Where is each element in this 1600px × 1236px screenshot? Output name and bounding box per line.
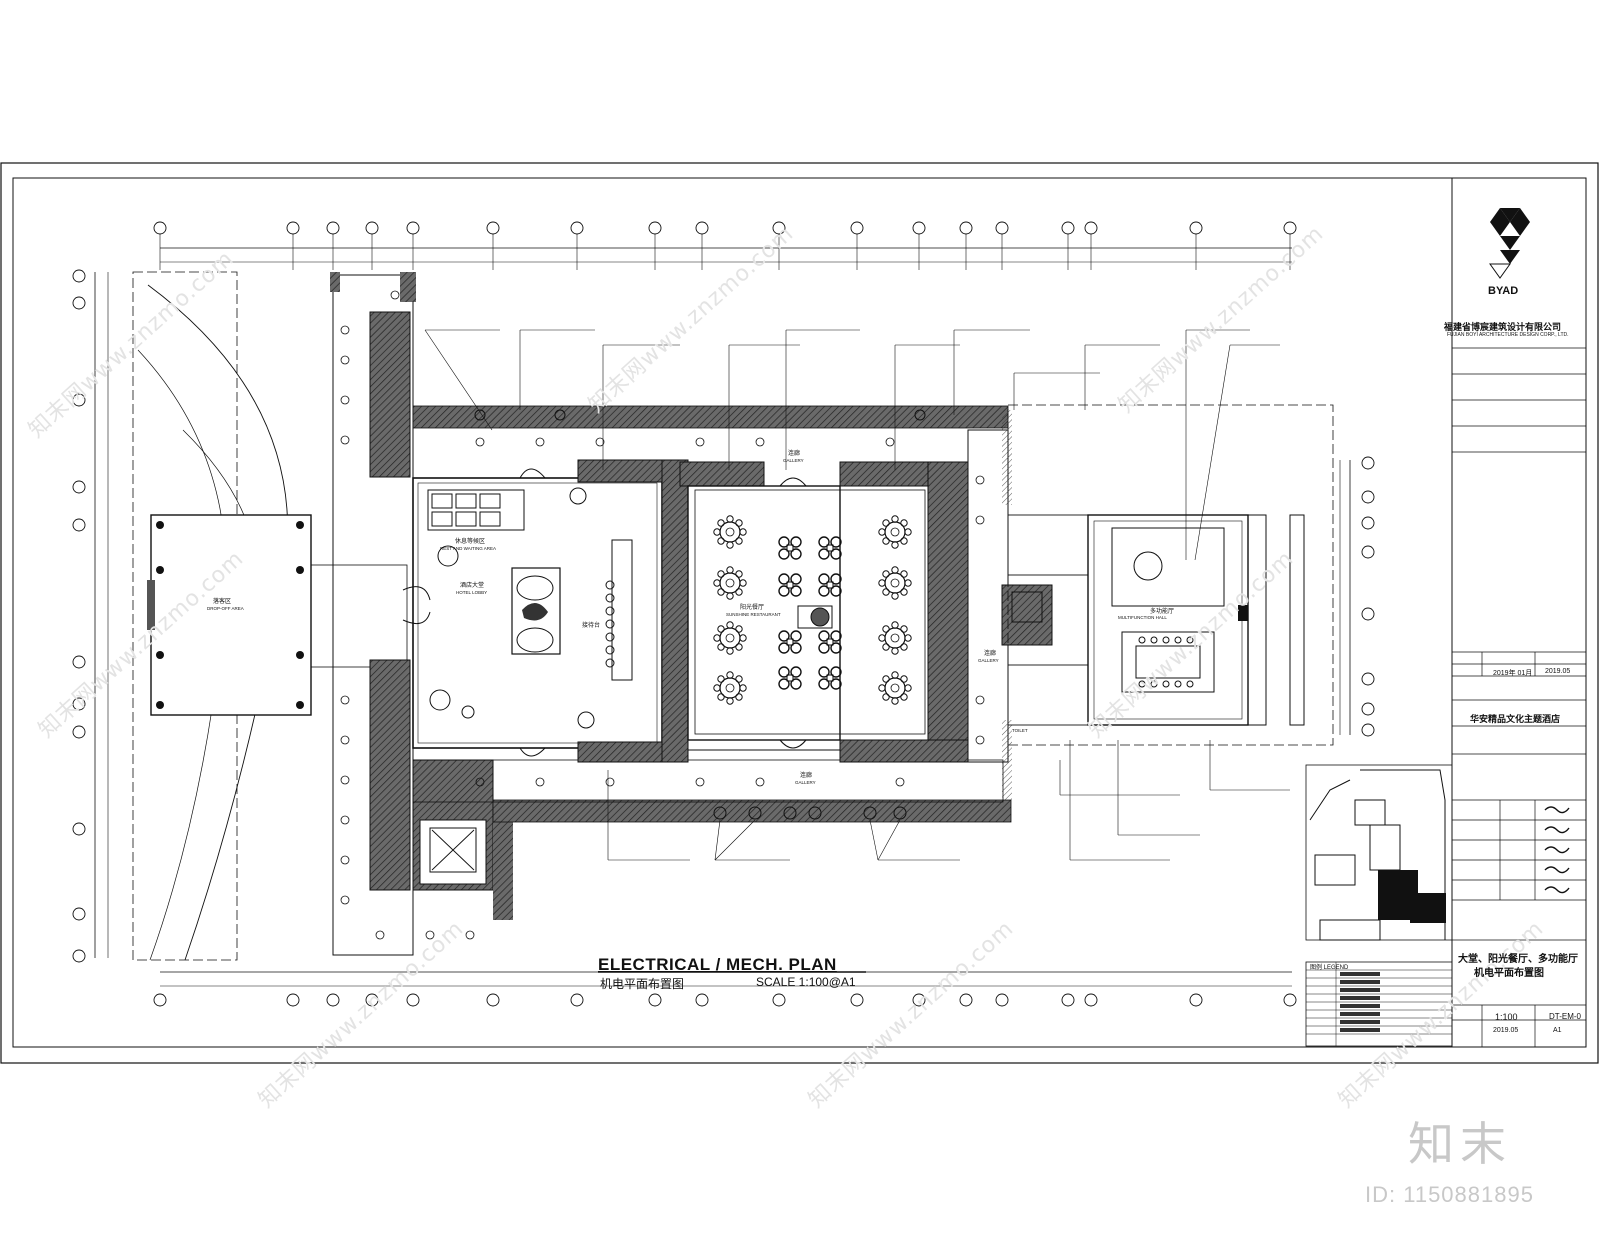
room-label-multifunction-hall: 多功能厅 [1150, 608, 1175, 615]
room-label-gallery-top-en: GALLERY [783, 458, 804, 463]
company-name-en: FUJIAN BOYI ARCHITECTURE DESIGN CORP., L… [1447, 332, 1569, 338]
brand-watermark: 知末 [1408, 1117, 1512, 1171]
title-block-scale: 1:100 [1495, 1012, 1518, 1022]
room-label-gallery-bottom: 连廊 [800, 772, 813, 779]
room-label-multifunction-hall-en: MULTIFUNCTION HALL [1118, 615, 1167, 620]
room-label-lobby-en: HOTEL LOBBY [456, 590, 488, 595]
room-label-gallery-east-en: GALLERY [978, 658, 999, 663]
room-label-reception: 接待台 [582, 622, 601, 629]
drawing-title-line-2: 机电平面布置图 [1474, 968, 1544, 979]
drawing-code: DT-EM-0 [1549, 1012, 1581, 1021]
room-label-gallery-east: 连廊 [984, 650, 997, 657]
room-label-restaurant: 阳光餐厅 [740, 604, 765, 611]
room-label-toilet: TOILET [1012, 728, 1028, 733]
plan-subtitle: 机电平面布置图 [600, 977, 685, 991]
company-logo-text: BYAD [1488, 285, 1519, 297]
image-id: ID: 1150881895 [1365, 1182, 1534, 1207]
sheet-size: A1 [1553, 1027, 1562, 1034]
company-name: 福建省博宸建筑设计有限公司 [1444, 323, 1562, 333]
room-label-drop-off: 落客区 [213, 598, 232, 605]
title-block-date: 2019.05 [1493, 1027, 1519, 1034]
plan-scale: SCALE 1:100@A1 [756, 975, 856, 989]
drawing-title-line-1: 大堂、阳光餐厅、多功能厅 [1458, 954, 1578, 965]
room-label-rest-area-en: REST AND WAITING AREA [440, 546, 497, 551]
title-block-date-1: 2019年 01月 [1493, 670, 1533, 677]
project-name: 华安精品文化主题酒店 [1470, 715, 1561, 725]
room-label-rest-area: 休息等候区 [455, 538, 486, 545]
room-label-restaurant-en: SUNSHINE RESTAURANT [726, 612, 781, 617]
room-label-lobby: 酒店大堂 [460, 582, 485, 589]
room-label-gallery-bottom-en: GALLERY [795, 780, 816, 785]
title-block-date-2: 2019.05 [1545, 668, 1571, 675]
room-label-gallery-top: 连廊 [788, 450, 801, 457]
legend-title: 图例 LEGEND [1310, 965, 1349, 971]
plan-title: ELECTRICAL / MECH. PLAN [598, 955, 837, 974]
room-label-drop-off-en: DROP-OFF AREA [207, 606, 244, 611]
